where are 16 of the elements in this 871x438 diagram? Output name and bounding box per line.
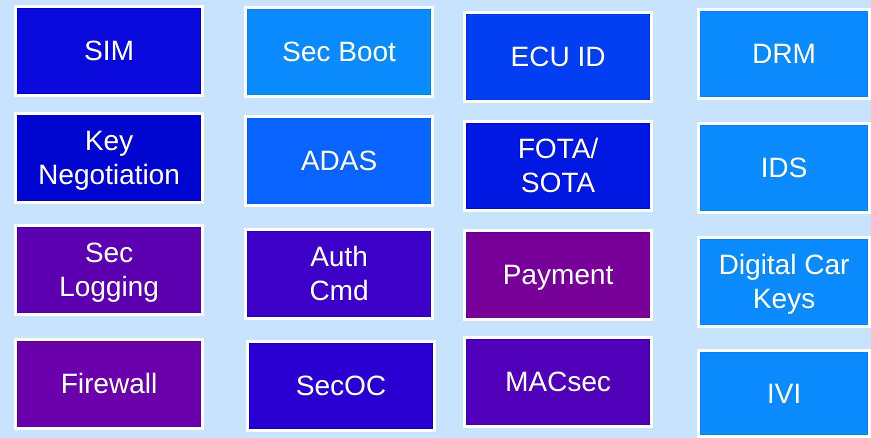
feature-box: DRM: [697, 8, 871, 100]
feature-box: SecOC: [246, 340, 436, 432]
feature-box: IDS: [697, 122, 871, 214]
feature-box: Firewall: [14, 338, 204, 430]
feature-box: Auth Cmd: [244, 228, 434, 320]
feature-box: Sec Boot: [244, 6, 434, 98]
feature-box: ADAS: [244, 115, 434, 207]
feature-box: FOTA/ SOTA: [463, 120, 653, 212]
feature-box: Sec Logging: [14, 224, 204, 316]
feature-box: MACsec: [463, 336, 653, 428]
feature-box: Key Negotiation: [14, 112, 204, 204]
feature-box: IVI: [697, 349, 871, 438]
feature-box: ECU ID: [463, 11, 653, 103]
feature-box: Digital Car Keys: [697, 236, 871, 328]
feature-box: SIM: [14, 5, 204, 97]
feature-box: Payment: [463, 229, 653, 321]
